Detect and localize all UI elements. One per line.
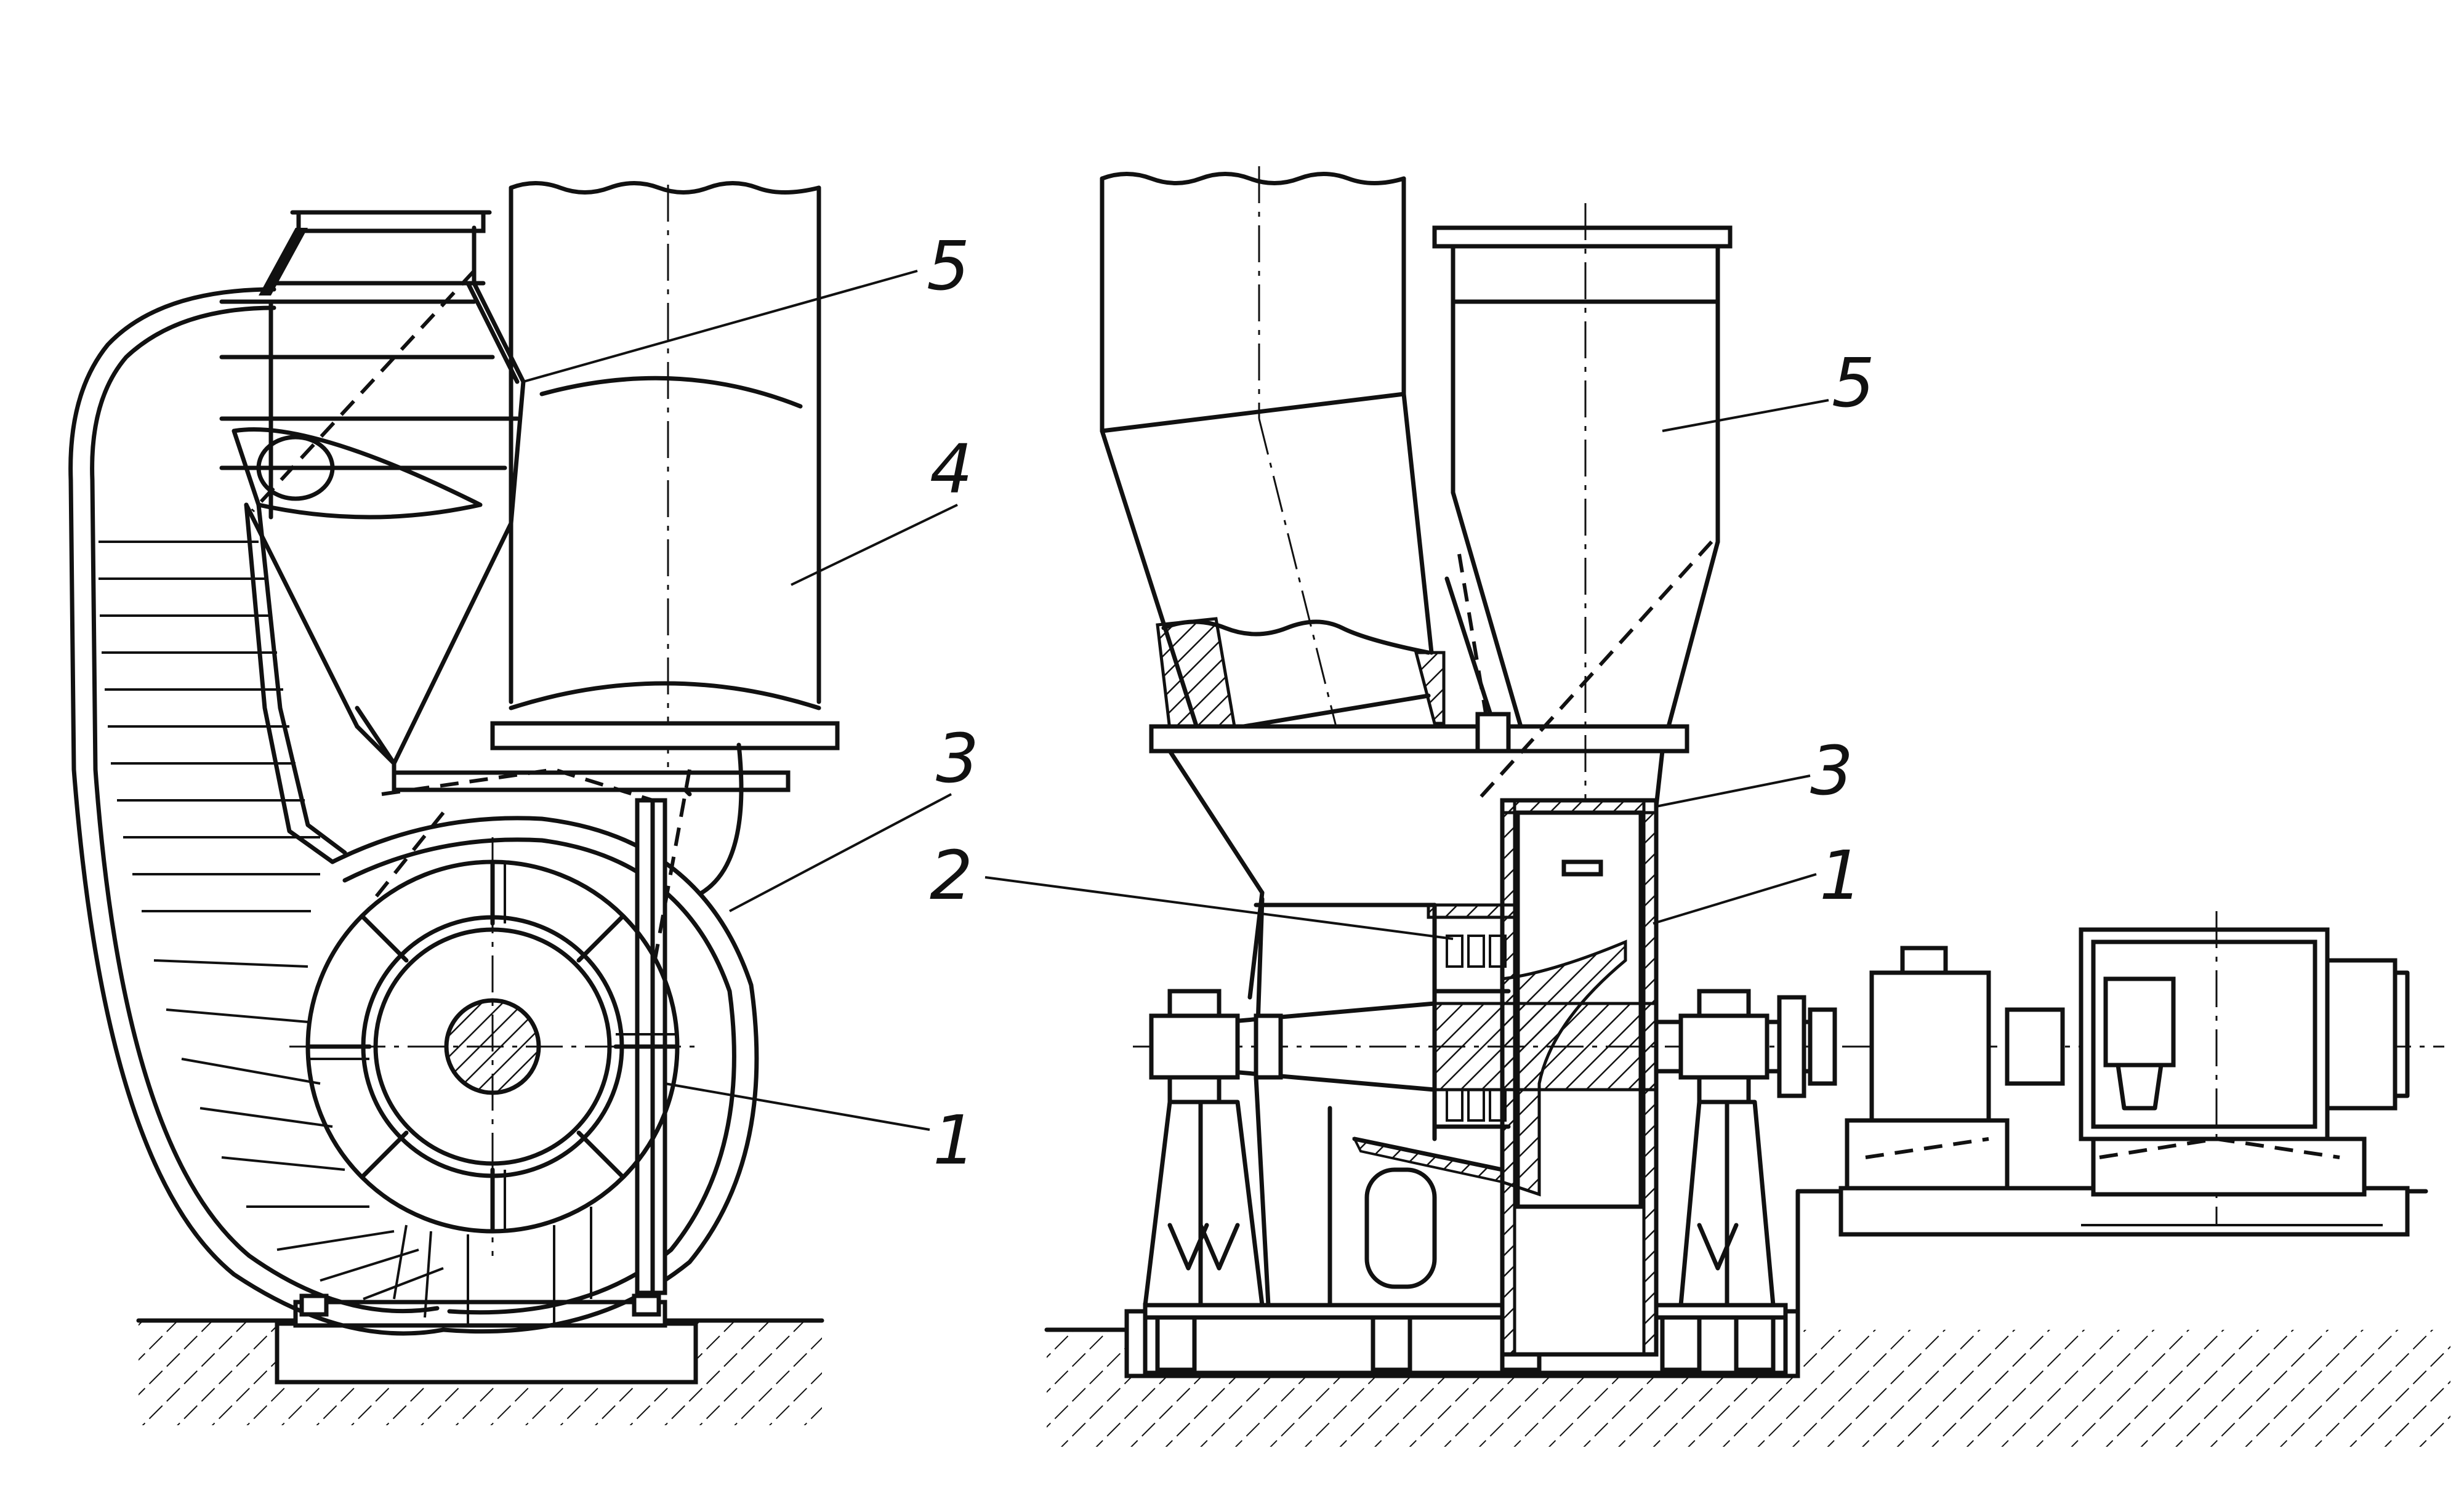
left-inlet-box: [219, 210, 526, 766]
right-fan-stand: [1254, 896, 1505, 1308]
left-impeller: [289, 837, 696, 1324]
right-view: 5 3 1 2: [930, 166, 2450, 1447]
left-spiral-duct: [68, 287, 446, 1336]
leader-right-2: [984, 876, 1454, 940]
right-coupling-gearbox: [1254, 946, 2065, 1191]
right-motor: [2079, 911, 2410, 1226]
leader-left-4-a: [791, 504, 958, 586]
callout-left-3: 3: [936, 719, 979, 798]
right-bearing-pedestal-right: [1678, 989, 1776, 1308]
left-volute-casing: [330, 742, 791, 1334]
leader-right-5: [1662, 399, 1829, 432]
callout-right-5: 5: [1832, 344, 1875, 422]
callout-left-5: 5: [927, 227, 970, 305]
callout-left-1: 1: [933, 1101, 976, 1180]
callout-right-2: 2: [930, 836, 973, 915]
leader-left-1: [664, 1082, 930, 1131]
leader-right-3: [1656, 774, 1811, 808]
leader-left-3: [729, 793, 952, 912]
left-stack: [490, 181, 840, 776]
right-inlet-box: [1432, 203, 1733, 1348]
right-base-frame: [1143, 1303, 1788, 1375]
leader-left-5: [523, 270, 918, 383]
left-callouts: 5 4 3 1: [523, 227, 979, 1180]
left-view: 5 4 3 1: [68, 181, 979, 1425]
right-stack: [1100, 166, 1689, 1000]
right-callouts: 5 3 1 2: [930, 344, 1875, 940]
callout-right-3: 3: [1810, 731, 1853, 810]
leader-right-1: [1653, 873, 1817, 925]
right-bearing-pedestal-left: [1143, 989, 1265, 1308]
callout-right-1: 1: [1819, 836, 1862, 915]
callout-left-4: 4: [930, 430, 973, 509]
